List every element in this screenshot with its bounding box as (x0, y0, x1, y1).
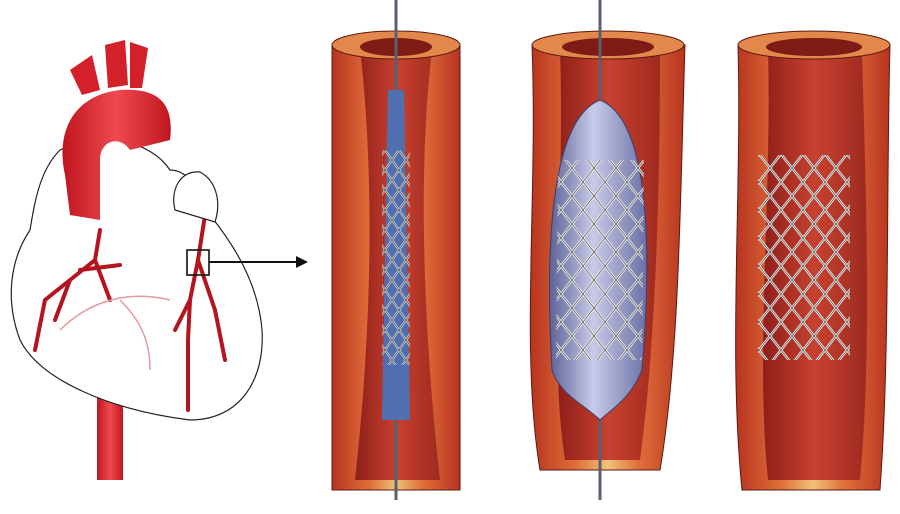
right-coronary-artery (33, 228, 122, 352)
expanded-stent (556, 160, 644, 360)
heart-illustration (10, 40, 308, 480)
vessel-balloon-inflated (529, 0, 686, 500)
posterior-vessels (59, 295, 171, 371)
aortic-arch (62, 89, 171, 220)
vessel-deployed-stent (735, 30, 891, 491)
deployed-stent (758, 155, 850, 360)
arrow-right-icon (296, 256, 308, 268)
left-coronary-artery (173, 213, 227, 412)
crimped-stent (382, 150, 410, 365)
heart-outline (10, 139, 263, 421)
vessel-crimped-stent (331, 0, 461, 500)
left-atrial-appendage (173, 171, 219, 223)
aortic-branches (70, 40, 148, 95)
